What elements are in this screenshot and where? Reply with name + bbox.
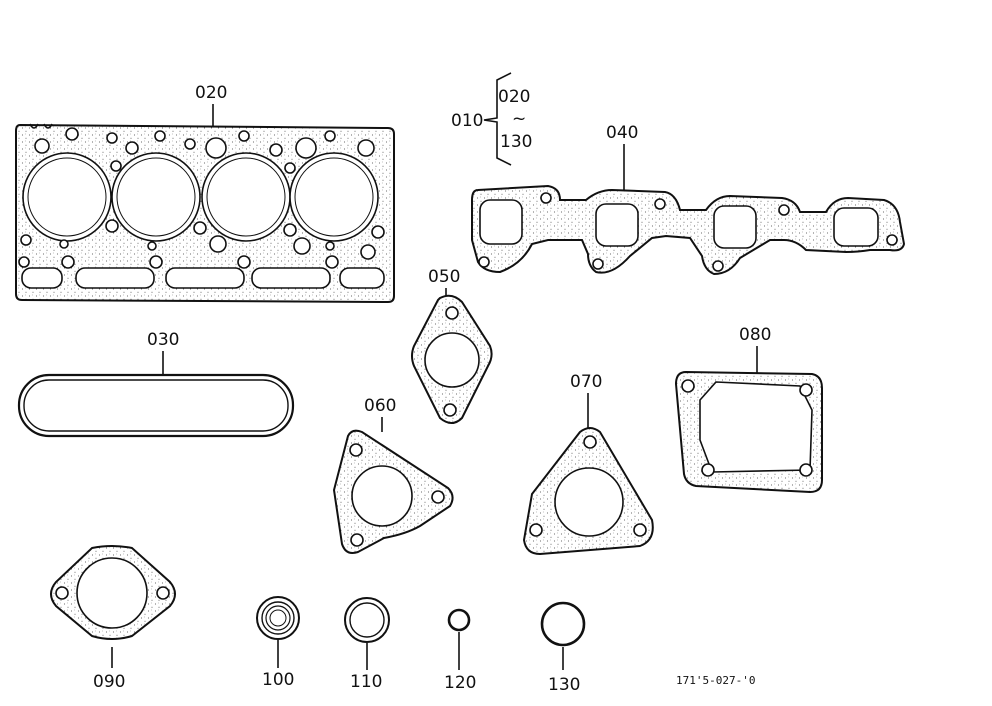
part-label-120: 120 [444,673,476,693]
part-label-090: 090 [93,672,125,692]
part-label-040: 040 [606,123,638,143]
part-040-manifold-gasket: 040 [471,123,906,276]
part-090-flange-gasket: 090 [50,545,176,692]
part-130-o-ring: 130 [540,601,586,695]
kit-range-from: 020 [498,87,530,107]
diagram-ref-code: 171'5-027-'0 [676,674,755,687]
part-label-100: 100 [262,670,294,690]
part-120-o-ring: 120 [444,608,476,693]
part-label-070: 070 [570,372,602,392]
part-label-130: 130 [548,675,580,695]
part-070-triangle-gasket: 070 [522,372,654,556]
part-label-020: 020 [195,83,227,103]
kit-range-tilde: ~ [512,109,526,129]
part-110-washer: 110 [344,597,390,692]
part-label-050: 050 [428,267,460,287]
part-label-030: 030 [147,330,179,350]
kit-range-to: 130 [500,132,532,152]
part-label-110: 110 [350,672,382,692]
part-100-seal: 100 [256,596,300,690]
part-030-cover-gasket: 030 [17,330,295,438]
part-label-080: 080 [739,325,771,345]
part-020-head-gasket: 020 [15,83,395,304]
part-050-flange-gasket: 050 [411,267,493,424]
part-080-cover-gasket: 080 [674,325,823,494]
part-label-060: 060 [364,396,396,416]
part-060-triangle-gasket: 060 [332,396,454,554]
kit-bracket: 010 020 ~ 130 [451,72,532,166]
kit-label: 010 [451,111,483,131]
